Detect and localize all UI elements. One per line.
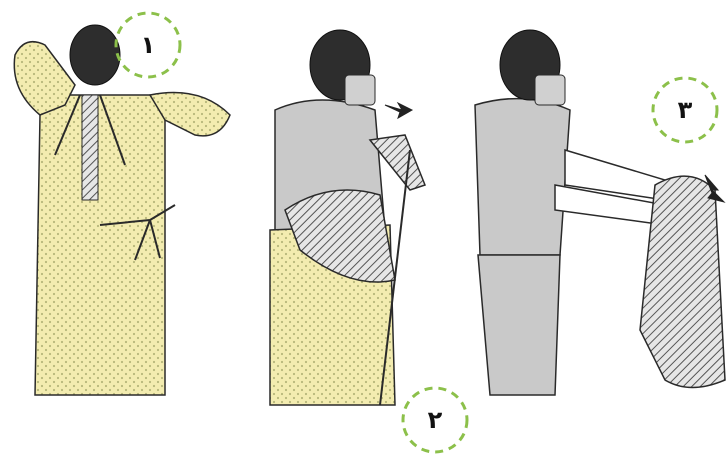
held-gown-rolled (640, 176, 725, 387)
head-back (70, 25, 120, 85)
step-number-3: ٣ (655, 80, 715, 140)
step-number-2: ٢ (405, 390, 465, 450)
extended-arms (555, 150, 665, 225)
scrubs-pants (478, 255, 560, 395)
face-mask-3 (535, 75, 565, 105)
scrubs-top-3 (475, 99, 570, 255)
left-arm (14, 42, 75, 115)
gown-back (35, 95, 165, 395)
face-mask (345, 75, 375, 105)
figure-step-1 (14, 25, 230, 395)
step-number-1: ١ (118, 15, 178, 75)
pull-arrow-icon (385, 103, 412, 118)
figure-step-2 (270, 30, 425, 405)
gown-opening (82, 95, 98, 200)
